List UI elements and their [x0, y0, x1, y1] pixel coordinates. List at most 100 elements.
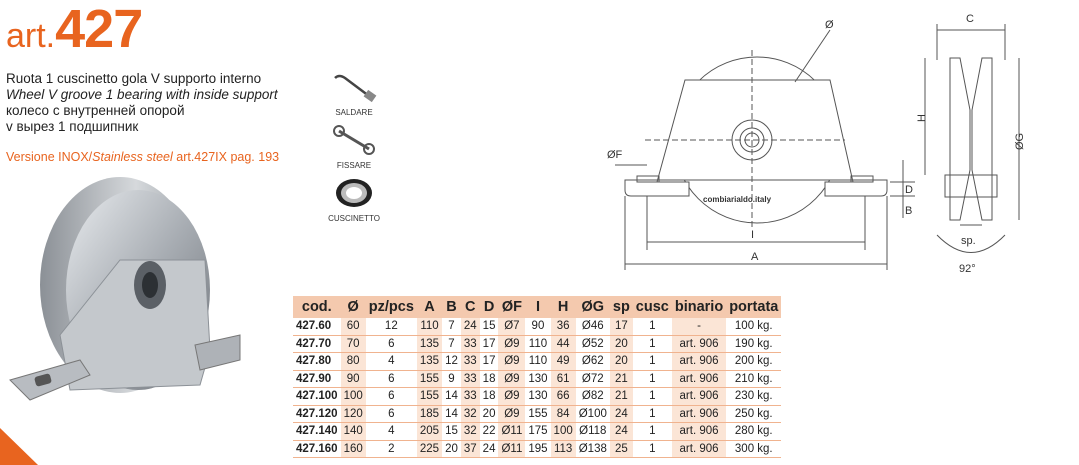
table-cell: 135: [416, 352, 443, 371]
dim-I: I: [751, 229, 754, 241]
table-cell: art. 906: [671, 335, 727, 353]
table-cell: 427.120: [293, 405, 341, 423]
table-cell: 84: [550, 405, 576, 423]
table-cell: 90: [525, 318, 551, 336]
table-cell: 32: [460, 422, 480, 441]
col-b: B: [442, 296, 461, 318]
table-cell: art. 906: [671, 405, 727, 423]
table-header-row: cod. Ø pz/pcs A B C D ØF I H ØG sp cusc …: [293, 296, 782, 318]
table-cell: 61: [550, 370, 576, 388]
table-cell: 20: [442, 440, 461, 458]
table-cell: 155: [525, 405, 551, 423]
col-d: D: [479, 296, 499, 318]
table-cell: 66: [550, 387, 576, 406]
table-cell: 427.140: [293, 422, 341, 441]
table-cell: 14: [442, 387, 461, 406]
table-cell: 6: [365, 335, 417, 353]
dim-phi: Ø: [825, 19, 834, 31]
col-c: C: [460, 296, 480, 318]
table-cell: 120: [340, 405, 366, 423]
title-prefix: art.: [6, 17, 56, 55]
table-cell: 24: [609, 405, 633, 423]
table-cell: 6: [365, 387, 417, 406]
product-photo: [9, 177, 241, 401]
table-cell: 155: [416, 370, 443, 388]
col-cod: cod.: [293, 296, 341, 318]
dim-angle: 92°: [959, 263, 976, 275]
table-cell: 1: [632, 318, 672, 336]
dim-phiF: ØF: [607, 149, 623, 161]
col-i: I: [525, 296, 551, 318]
table-cell: 18: [479, 370, 499, 388]
table-cell: 100 kg.: [726, 318, 782, 336]
table-cell: 24: [609, 422, 633, 441]
table-cell: 130: [525, 370, 551, 388]
table-cell: 6: [365, 405, 417, 423]
col-cusc: cusc: [632, 296, 672, 318]
table-cell: 6: [365, 370, 417, 388]
table-cell: 24: [479, 440, 499, 458]
table-cell: 17: [479, 335, 499, 353]
dim-sp: sp.: [961, 235, 976, 247]
dim-C: C: [966, 13, 974, 25]
table-cell: 21: [609, 370, 633, 388]
table-cell: 33: [460, 370, 480, 388]
table-cell: 155: [416, 387, 443, 406]
table-cell: 100: [550, 422, 576, 441]
table-cell: 135: [416, 335, 443, 353]
table-cell: 32: [460, 405, 480, 423]
table-cell: 20: [609, 335, 633, 353]
col-h: H: [550, 296, 576, 318]
table-cell: art. 906: [671, 440, 727, 458]
fissare-icon: [333, 125, 375, 155]
table-cell: 205: [416, 422, 443, 441]
saldare-icon: [334, 74, 377, 103]
table-cell: 24: [460, 318, 480, 336]
table-cell: 190 kg.: [726, 335, 782, 353]
inox-prefix: Versione INOX/: [6, 150, 93, 164]
table-cell: 12: [365, 318, 417, 336]
table-cell: 90: [340, 370, 366, 388]
saldare-label: SALDARE: [335, 108, 373, 117]
dim-phiG: ØG: [1014, 133, 1026, 150]
drawing-logo: combiarialdo.italy: [703, 195, 772, 204]
table-cell: 195: [525, 440, 551, 458]
desc-italian: Ruota 1 cuscinetto gola V supporto inter…: [6, 71, 262, 86]
cuscinetto-label: CUSCINETTO: [328, 214, 380, 223]
table-cell: Ø100: [575, 405, 610, 423]
col-diam: Ø: [340, 296, 366, 318]
table-cell: 185: [416, 405, 443, 423]
table-cell: Ø72: [575, 370, 610, 388]
table-cell: 1: [632, 422, 672, 441]
table-cell: Ø52: [575, 335, 610, 353]
table-cell: 427.80: [293, 352, 341, 371]
table-cell: 230 kg.: [726, 387, 782, 406]
table-cell: 160: [340, 440, 366, 458]
table-cell: 15: [442, 422, 461, 441]
technical-drawing: Ø ØF D B I A combiarialdo.italy C H ØG s…: [607, 13, 1026, 275]
table-cell: 130: [525, 387, 551, 406]
table-cell: Ø9: [498, 405, 526, 423]
table-cell: 210 kg.: [726, 370, 782, 388]
table-cell: 1: [632, 352, 672, 371]
table-cell: 1: [632, 440, 672, 458]
dim-A: A: [751, 251, 759, 263]
title-number: 427: [55, 0, 143, 59]
desc-english: Wheel V groove 1 bearing with inside sup…: [6, 87, 278, 102]
table-cell: 33: [460, 352, 480, 371]
table-cell: 250 kg.: [726, 405, 782, 423]
col-f: ØF: [498, 296, 526, 318]
table-cell: 17: [609, 318, 633, 336]
table-cell: 1: [632, 405, 672, 423]
table-cell: 2: [365, 440, 417, 458]
fissare-label: FISSARE: [336, 161, 372, 170]
table-cell: 1: [632, 387, 672, 406]
table-cell: 110: [416, 318, 443, 336]
table-cell: 140: [340, 422, 366, 441]
table-cell: 175: [525, 422, 551, 441]
table-cell: 44: [550, 335, 576, 353]
